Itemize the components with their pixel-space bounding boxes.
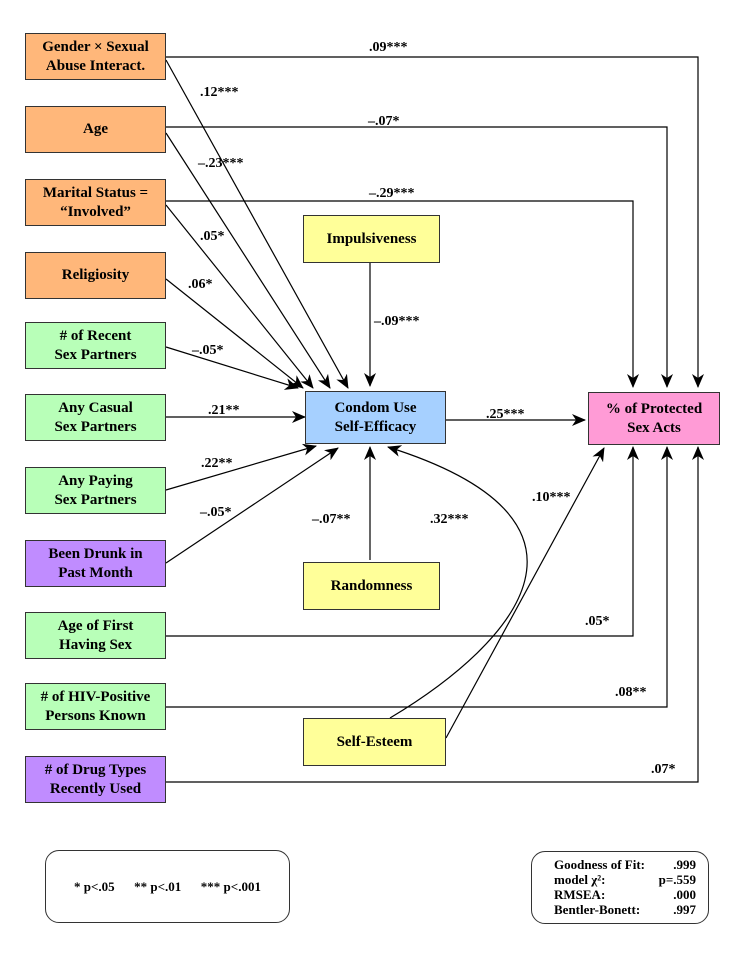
fit-rmsea-label: RMSEA: — [554, 887, 606, 902]
coef-marital-to-efficacy: .05* — [200, 229, 225, 244]
arrow-gender-to-efficacy — [165, 59, 349, 389]
arrow-gender-to-protected — [166, 56, 704, 388]
arrow-recent-to-efficacy — [165, 346, 299, 390]
arrow-drug-to-protected — [166, 446, 704, 783]
coef-paying-to-efficacy: .22** — [201, 456, 233, 471]
node-drug-types: # of Drug Types Recently Used — [25, 756, 166, 803]
node-protected-sex-acts: % of Protected Sex Acts — [588, 392, 720, 445]
coef-efficacy-to-protected: .25*** — [486, 407, 525, 422]
significance-legend: * p<.05 ** p<.01 *** p<.001 — [45, 850, 290, 923]
coef-randomness-to-efficacy: –.07** — [312, 512, 351, 527]
arrow-selfesteem-to-efficacy — [387, 445, 528, 719]
arrow-selfesteem-to-protected — [445, 447, 605, 739]
node-marital-status: Marital Status = “Involved” — [25, 179, 166, 226]
coef-casual-to-efficacy: .21** — [208, 403, 240, 418]
node-paying-partners: Any Paying Sex Partners — [25, 467, 166, 514]
fit-gof-label: Goodness of Fit: — [554, 857, 645, 872]
arrow-hiv-to-protected — [166, 446, 673, 708]
fit-row-gof: Goodness of Fit: .999 — [554, 857, 696, 872]
arrow-drunk-to-efficacy — [165, 447, 339, 564]
node-randomness: Randomness — [303, 562, 440, 610]
coef-recent-to-efficacy: –.05* — [192, 343, 224, 358]
fit-row-rmsea: RMSEA: .000 — [554, 887, 696, 902]
significance-legend-text: * p<.05 ** p<.01 *** p<.001 — [74, 878, 261, 894]
coef-age-to-protected: –.07* — [368, 114, 400, 129]
fit-rmsea-value: .000 — [673, 887, 696, 902]
node-hiv-known: # of HIV-Positive Persons Known — [25, 683, 166, 730]
node-religiosity: Religiosity — [25, 252, 166, 299]
fit-bb-value: .997 — [673, 902, 696, 917]
arrow-age-to-efficacy — [165, 132, 331, 389]
arrow-marital-to-protected — [166, 200, 639, 388]
fit-chi-value: p=.559 — [658, 872, 696, 887]
node-self-esteem: Self-Esteem — [303, 718, 446, 766]
node-impulsiveness: Impulsiveness — [303, 215, 440, 263]
coef-religiosity-to-efficacy: .06* — [188, 277, 213, 292]
arrow-paying-to-efficacy — [165, 443, 317, 491]
node-gender-abuse: Gender × Sexual Abuse Interact. — [25, 33, 166, 80]
fit-row-bentler: Bentler-Bonett: .997 — [554, 902, 696, 917]
node-drunk: Been Drunk in Past Month — [25, 540, 166, 587]
fit-chi-label: model χ²: — [554, 872, 606, 887]
fit-gof-value: .999 — [673, 857, 696, 872]
fit-bb-label: Bentler-Bonett: — [554, 902, 641, 917]
node-self-efficacy: Condom Use Self-Efficacy — [305, 391, 446, 444]
node-first-sex-age: Age of First Having Sex — [25, 612, 166, 659]
coef-gender-to-efficacy: .12*** — [200, 85, 239, 100]
arrow-age-to-protected — [166, 126, 673, 388]
coef-firstsex-to-protected: .05* — [585, 614, 610, 629]
coef-impulsiveness-to-efficacy: –.09*** — [374, 314, 420, 329]
coef-hiv-to-protected: .08** — [615, 685, 647, 700]
node-age: Age — [25, 106, 166, 153]
coef-gender-to-protected: .09*** — [369, 40, 408, 55]
coef-marital-to-protected: –.29*** — [369, 186, 415, 201]
fit-statistics-box: Goodness of Fit: .999 model χ²: p=.559 R… — [531, 851, 709, 924]
fit-row-chi: model χ²: p=.559 — [554, 872, 696, 887]
arrow-firstsex-to-protected — [166, 446, 639, 637]
coef-selfesteem-to-protected: .10*** — [532, 490, 571, 505]
arrow-marital-to-efficacy — [165, 204, 314, 389]
arrow-religiosity-to-efficacy — [165, 278, 304, 389]
coef-drug-to-protected: .07* — [651, 762, 676, 777]
node-casual-partners: Any Casual Sex Partners — [25, 394, 166, 441]
coef-drunk-to-efficacy: –.05* — [200, 505, 232, 520]
node-recent-partners: # of Recent Sex Partners — [25, 322, 166, 369]
coef-selfesteem-to-efficacy: .32*** — [430, 512, 469, 527]
coef-age-to-efficacy: –.23*** — [198, 156, 244, 171]
